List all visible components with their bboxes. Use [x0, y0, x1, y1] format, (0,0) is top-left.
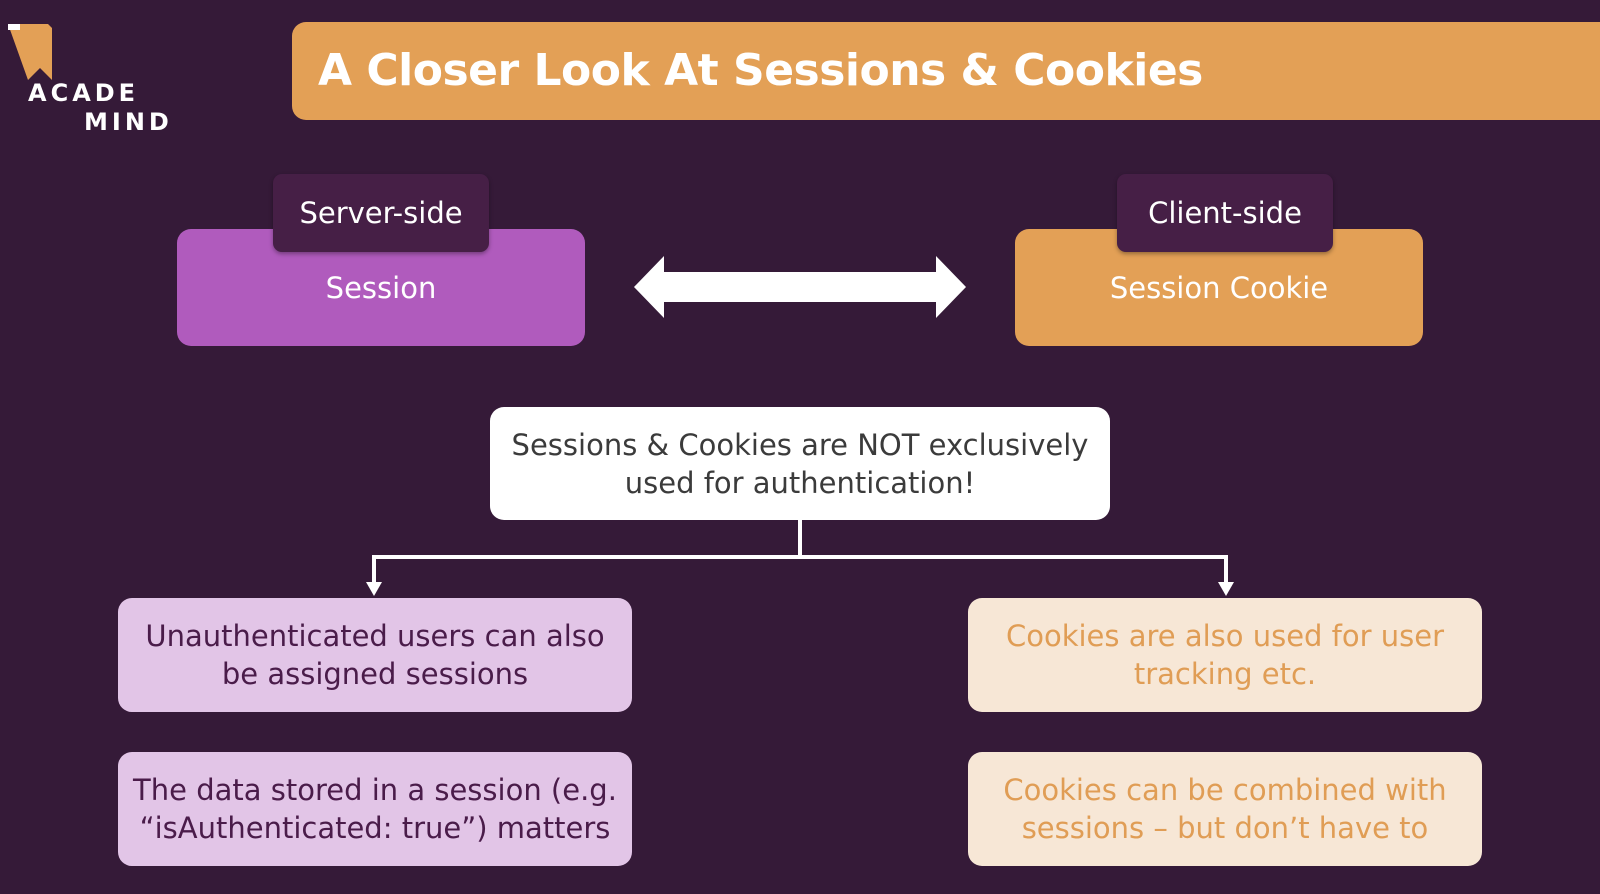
box-line: Cookies can be combined with — [1003, 773, 1447, 807]
branch-connector — [366, 520, 1234, 596]
cookie-tracking-box: Cookies are also used for user tracking … — [968, 598, 1482, 712]
box-line: Cookies are also used for user — [1005, 619, 1445, 653]
box-line: “isAuthenticated: true”) matters — [139, 811, 611, 845]
unauthenticated-sessions-box: Unauthenticated users can also be assign… — [118, 598, 632, 712]
title-bar: A Closer Look At Sessions & Cookies — [292, 22, 1600, 120]
logo-text-line2: MIND — [84, 108, 173, 136]
info-note: Sessions & Cookies are NOT exclusively u… — [490, 407, 1110, 520]
logo-text-line1: ACADE — [28, 79, 140, 107]
box-line: be assigned sessions — [221, 657, 529, 691]
academind-logo: ACADE MIND — [8, 20, 178, 136]
box-line: sessions – but don’t have to — [1021, 811, 1429, 845]
client-side-tab: Client-side — [1117, 174, 1333, 252]
box-line: The data stored in a session (e.g. — [133, 773, 617, 807]
bookmark-icon — [8, 24, 52, 80]
server-side-tab: Server-side — [273, 174, 489, 252]
cookies-combined-box: Cookies can be combined with sessions – … — [968, 752, 1482, 866]
slide-title: A Closer Look At Sessions & Cookies — [318, 45, 1203, 96]
info-note-line1: Sessions & Cookies are NOT exclusively — [511, 427, 1089, 462]
box-line: tracking etc. — [1133, 657, 1317, 691]
session-label: Session — [325, 271, 437, 305]
double-arrow-icon — [634, 256, 966, 318]
session-cookie-label: Session Cookie — [1109, 271, 1329, 305]
box-line: Unauthenticated users can also — [145, 619, 605, 653]
session-data-box: The data stored in a session (e.g. “isAu… — [118, 752, 632, 866]
info-note-line2: used for authentication! — [624, 465, 976, 500]
